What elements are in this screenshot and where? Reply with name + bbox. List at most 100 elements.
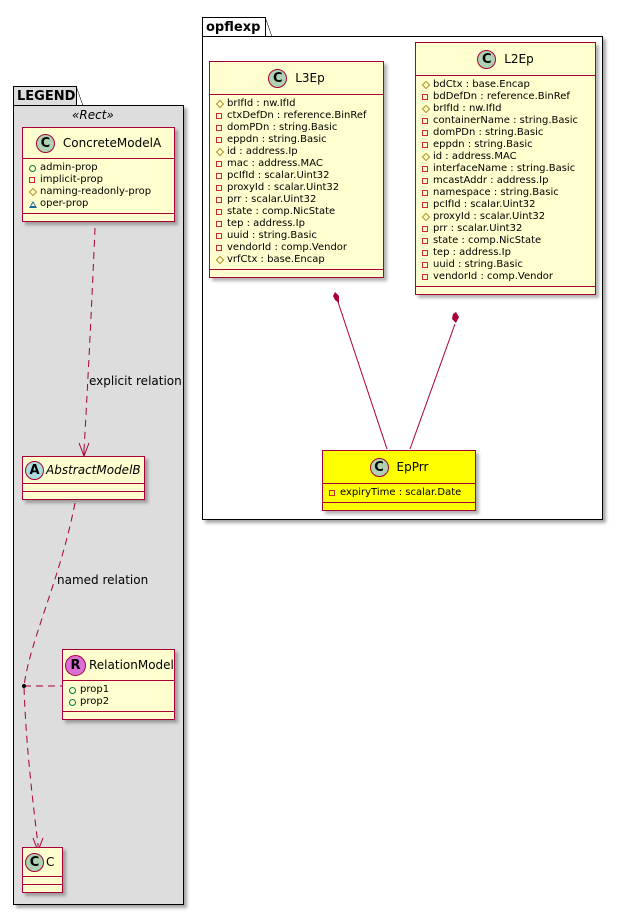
opflexp-package-tab: opflexp [202,17,272,37]
protected-diamond-icon [421,212,433,222]
private-square-icon [216,161,227,167]
public-circle-icon [29,164,40,172]
private-square-icon [422,130,433,136]
attribute-text: prr : scalar.Uint32 [227,194,317,205]
attribute-row: prr : scalar.Uint32 [422,223,591,235]
private-square-icon [422,202,433,208]
protected-diamond-icon [28,187,40,197]
legend-package [13,105,184,905]
attribute-row: bdDefDn : reference.BinRef [422,91,591,103]
attribute-text: vrfCtx : base.Encap [227,254,325,265]
public-circle-icon [69,698,80,706]
attribute-text: pcIfId : scalar.Uint32 [433,199,536,210]
attribute-row: vrfCtx : base.Encap [215,254,379,266]
abstract-model-name: AbstractModelB [46,463,141,477]
explicit-relation-label: explicit relation [89,374,182,388]
opflexp-package-name: opflexp [206,20,261,35]
abstract-model-methods [23,492,144,499]
abstract-model-attributes [23,484,144,492]
attribute-row: pcIfId : scalar.Uint32 [422,199,591,211]
attribute-text: namespace : string.Basic [433,187,559,198]
attribute-row: eppdn : string.Basic [216,134,379,146]
attribute-row: ctxDefDn : reference.BinRef [216,110,379,122]
attribute-row: domPDn : string.Basic [422,127,591,139]
attribute-text: state : comp.NicState [227,206,336,217]
attribute-text: bdCtx : base.Encap [433,79,530,90]
attribute-text: interfaceName : string.Basic [433,163,576,174]
attribute-text: expiryTime : scalar.Date [340,487,462,498]
attribute-text: prr : scalar.Uint32 [433,223,523,234]
attribute-row: vendorId : comp.Vendor [216,242,379,254]
attribute-row: admin-prop [29,162,170,174]
attribute-text: eppdn : string.Basic [433,139,533,150]
attribute-row: interfaceName : string.Basic [422,163,591,175]
package-triangle-icon [29,200,40,208]
abstract-model-class[interactable]: A AbstractModelB [22,456,145,500]
private-square-icon [216,137,227,143]
attribute-row: tep : address.Ip [216,218,379,230]
attribute-text: domPDn : string.Basic [433,127,544,138]
protected-diamond-icon [215,255,227,265]
protected-diamond-icon [421,104,433,114]
attribute-row: prop1 [69,684,170,696]
attribute-text: id : address.MAC [433,151,517,162]
attribute-row: expiryTime : scalar.Date [329,487,471,499]
attribute-row: vendorId : comp.Vendor [422,271,591,283]
attribute-text: proxyId : scalar.Uint32 [433,211,546,222]
epprr-methods [323,503,475,510]
attribute-row: mcastAddr : address.Ip [422,175,591,187]
epprr-class[interactable]: C EpPrr expiryTime : scalar.Date [322,450,476,511]
concrete-model-methods [23,214,174,221]
relation-model-attributes: prop1 prop2 [63,681,174,712]
private-square-icon [422,190,433,196]
attribute-text: eppdn : string.Basic [227,134,327,145]
attribute-text: pcIfId : scalar.Uint32 [227,170,330,181]
attribute-row: uuid : string.Basic [422,259,591,271]
l2ep-header: C L2Ep [416,43,595,76]
protected-diamond-icon [215,147,227,157]
attribute-text: containerName : string.Basic [433,115,578,126]
private-square-icon [422,118,433,124]
attribute-row: brIfId : nw.IfId [215,98,379,110]
protected-diamond-icon [215,99,227,109]
attribute-text: mcastAddr : address.Ip [433,175,549,186]
attribute-row: prop2 [69,696,170,708]
relation-badge-icon: R [65,654,86,676]
attribute-text: state : comp.NicState [433,235,542,246]
named-relation-label: named relation [57,573,149,587]
attribute-row: proxyId : scalar.Uint32 [421,211,591,223]
c-model-class[interactable]: C C [22,847,63,893]
relation-model-class[interactable]: R RelationModel prop1 prop2 [62,649,175,720]
attribute-text: bdDefDn : reference.BinRef [433,91,570,102]
private-square-icon [422,238,433,244]
private-square-icon [216,209,227,215]
attribute-row: brIfId : nw.IfId [421,103,591,115]
attribute-row: naming-readonly-prop [28,186,170,198]
l2ep-methods [416,287,595,294]
relation-model-methods [63,712,174,719]
l3ep-header: C L3Ep [210,62,383,95]
attribute-row: pcIfId : scalar.Uint32 [216,170,379,182]
concrete-model-header: C ConcreteModelA [23,128,174,159]
attribute-row: state : comp.NicState [216,206,379,218]
private-square-icon [216,197,227,203]
epprr-attributes: expiryTime : scalar.Date [323,484,475,503]
attribute-text: brIfId : nw.IfId [433,103,502,114]
concrete-model-class[interactable]: C ConcreteModelA admin-prop implicit-pro… [22,127,175,222]
class-badge-icon: C [477,49,497,69]
private-square-icon [216,125,227,131]
attribute-text: tep : address.Ip [433,247,511,258]
protected-diamond-icon [421,152,433,162]
c-model-methods [23,885,62,892]
l2ep-name: L2Ep [504,52,534,66]
class-badge-icon: C [25,852,44,872]
class-badge-icon: C [268,68,288,88]
private-square-icon [422,274,433,280]
private-square-icon [422,166,433,172]
attribute-row: eppdn : string.Basic [422,139,591,151]
c-model-name: C [46,855,55,869]
relation-model-header: R RelationModel [63,650,174,681]
